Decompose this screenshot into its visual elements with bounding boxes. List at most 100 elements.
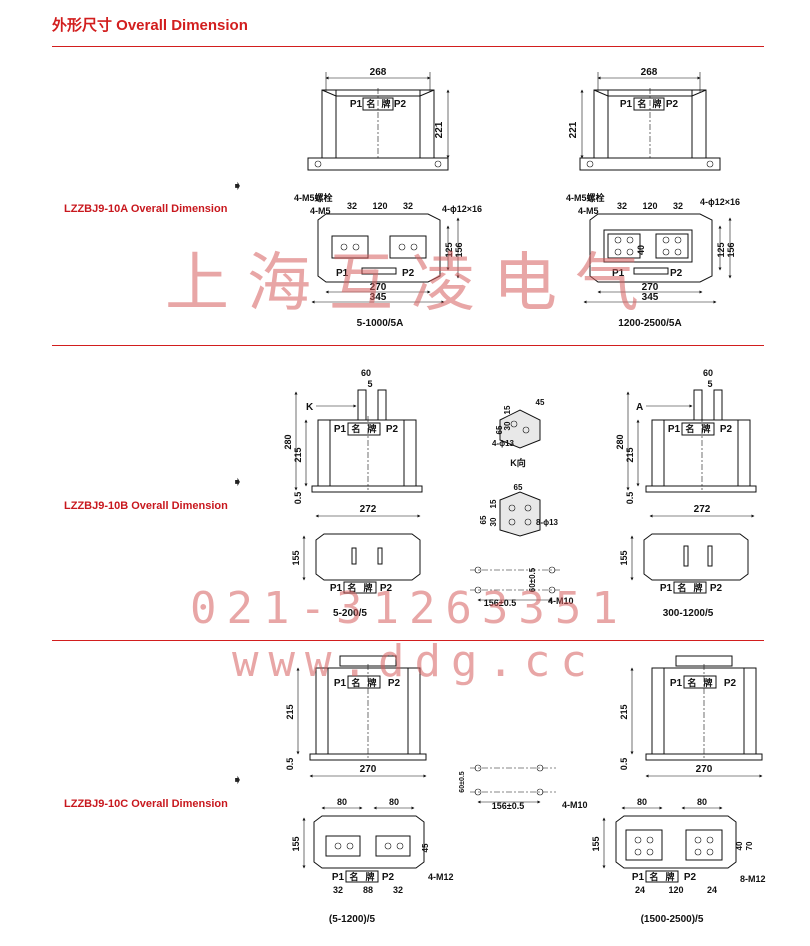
a2-caption: 1200-2500/5A <box>618 318 681 329</box>
a1-depth-125: 125 <box>444 242 454 257</box>
a2-name-char: 名 <box>637 98 646 109</box>
a1-plan-view: 4-M5螺栓 4-M5 4-ϕ12×16 32 120 32 P1 P2 125… <box>294 192 482 329</box>
b1-width-272: 272 <box>360 504 377 515</box>
b2-front-view: 60 5 A P1 名 牌 P2 280 215 0.5 272 <box>615 368 757 518</box>
c2-bottom-120: 120 <box>668 885 683 895</box>
c1-p1: P1 <box>334 678 347 689</box>
a2-plan-p1: P1 <box>612 268 625 279</box>
c2-top-80a: 80 <box>637 797 647 807</box>
k-dim-65: 65 <box>495 425 504 434</box>
a1-plan-p1: P1 <box>336 268 349 279</box>
a1-p1: P1 <box>350 99 363 110</box>
b-mounting-pattern: 156±0.5 60±0.5 4-M10 <box>470 566 574 608</box>
a2-base-270: 270 <box>642 282 659 293</box>
b1-front-view: 60 5 K P1 名 牌 P2 280 215 0.5 272 <box>283 368 423 518</box>
b1-height-280: 280 <box>283 434 293 449</box>
a2-p2: P2 <box>666 99 679 110</box>
a1-dim-32a: 32 <box>347 201 357 211</box>
b1-plan-height: 155 <box>291 550 301 565</box>
b2-plan-plate-char: 牌 <box>693 582 702 593</box>
b1-plan-name-char: 名 <box>347 582 356 593</box>
a2-depth-156: 156 <box>726 242 736 257</box>
b2-name-char: 名 <box>685 423 694 434</box>
a2-screw: 4-M5 <box>578 206 599 216</box>
b2-height-215: 215 <box>625 447 635 462</box>
c1-height-215: 215 <box>285 704 295 719</box>
c-mount-width: 156±0.5 <box>492 801 524 811</box>
c1-top-80b: 80 <box>389 797 399 807</box>
a1-p2: P2 <box>394 99 407 110</box>
a-view-dim-65b: 65 <box>479 515 488 524</box>
a1-plate-char: 牌 <box>381 98 390 109</box>
b2-plate-char: 牌 <box>701 423 710 434</box>
b2-view-a: A <box>636 402 643 413</box>
b1-p2: P2 <box>386 424 399 435</box>
a2-plan-p2: P2 <box>670 268 683 279</box>
c2-plan-name-char: 名 <box>649 871 658 882</box>
c-mount-height: 60±0.5 <box>459 771 466 792</box>
b-mount-height: 60±0.5 <box>528 567 537 592</box>
b2-plan-p2: P2 <box>710 583 723 594</box>
a-view-dim-65: 65 <box>514 483 523 492</box>
a-view-dim-30: 30 <box>489 517 498 526</box>
a1-depth-156: 156 <box>454 242 464 257</box>
a2-plate-char: 牌 <box>652 98 661 109</box>
b2-plan-name-char: 名 <box>677 582 686 593</box>
b-mount-width: 156±0.5 <box>484 598 516 608</box>
b2-height-280: 280 <box>615 434 625 449</box>
b2-top-60: 60 <box>703 368 713 378</box>
page-title: 外形尺寸 Overall Dimension <box>52 17 248 34</box>
c2-side-40: 40 <box>735 841 744 850</box>
b-mount-screw: 4-M10 <box>548 596 574 606</box>
a1-dim-32b: 32 <box>403 201 413 211</box>
b2-plan-view: 155 P1 名 牌 P2 300-1200/5 <box>619 533 749 619</box>
c2-caption: (1500-2500)/5 <box>641 914 704 925</box>
a2-hole: 4-ϕ12×16 <box>700 197 740 207</box>
c1-front-view: P1 名 牌 P2 215 0.5 270 <box>285 655 427 778</box>
arrow-right-icon: ➧ <box>232 772 243 787</box>
k-caption: K向 <box>510 457 526 468</box>
a2-depth-125: 125 <box>716 242 726 257</box>
c1-p2: P2 <box>388 678 401 689</box>
k-dim-45: 45 <box>536 398 545 407</box>
b2-height-05: 0.5 <box>625 492 635 505</box>
b1-plan-p2: P2 <box>380 583 393 594</box>
a2-bolt-note: 4-M5螺栓 <box>566 192 605 203</box>
a1-plan-p2: P2 <box>402 268 415 279</box>
b1-plan-view: 155 P1 名 牌 P2 5-200/5 <box>291 533 421 619</box>
c-mounting-pattern: 156±0.5 60±0.5 4-M10 <box>459 764 588 811</box>
b2-top-5: 5 <box>707 379 712 389</box>
c2-side-70: 70 <box>745 841 754 850</box>
section-label-b: LZZBJ9-10B Overall Dimension <box>64 500 228 512</box>
c2-front-view: P1 名 牌 P2 215 0.5 270 <box>619 655 763 778</box>
a-view-dim-15: 15 <box>489 499 498 508</box>
b1-height-05: 0.5 <box>293 492 303 505</box>
c-mount-screw: 4-M10 <box>562 800 588 810</box>
b2-caption: 300-1200/5 <box>663 608 714 619</box>
b2-plan-p1: P1 <box>660 583 673 594</box>
c1-bottom-32b: 32 <box>393 885 403 895</box>
a1-front-height: 221 <box>434 121 445 138</box>
section-divider <box>52 345 764 346</box>
c1-plan-p1: P1 <box>332 872 345 883</box>
k-hole: 4-ϕ13 <box>492 439 515 448</box>
b1-top-60: 60 <box>361 368 371 378</box>
k-dim-30: 30 <box>503 421 512 430</box>
a1-base-270: 270 <box>370 282 387 293</box>
c1-screw: 4-M12 <box>428 872 454 882</box>
b1-plan-p1: P1 <box>330 583 343 594</box>
c1-plan-view: 80 80 155 45 P1 名 牌 P2 4-M12 32 88 32 (5… <box>291 797 454 925</box>
c1-caption: (5-1200)/5 <box>329 914 376 925</box>
arrow-right-icon: ➧ <box>232 178 243 193</box>
b1-p1: P1 <box>334 424 347 435</box>
a1-base-345: 345 <box>370 292 387 303</box>
c2-bottom-24a: 24 <box>635 885 645 895</box>
a2-base-345: 345 <box>642 292 659 303</box>
a1-bolt-note: 4-M5螺栓 <box>294 192 333 203</box>
c2-width-270: 270 <box>696 764 713 775</box>
c2-name-char: 名 <box>687 677 696 688</box>
a1-front-width: 268 <box>370 67 387 78</box>
b1-plan-plate-char: 牌 <box>363 582 372 593</box>
a2-plan-view: 4-M5螺栓 4-M5 4-ϕ12×16 32 120 32 40 P1 P2 … <box>566 192 740 329</box>
b1-view-k: K <box>306 402 314 413</box>
